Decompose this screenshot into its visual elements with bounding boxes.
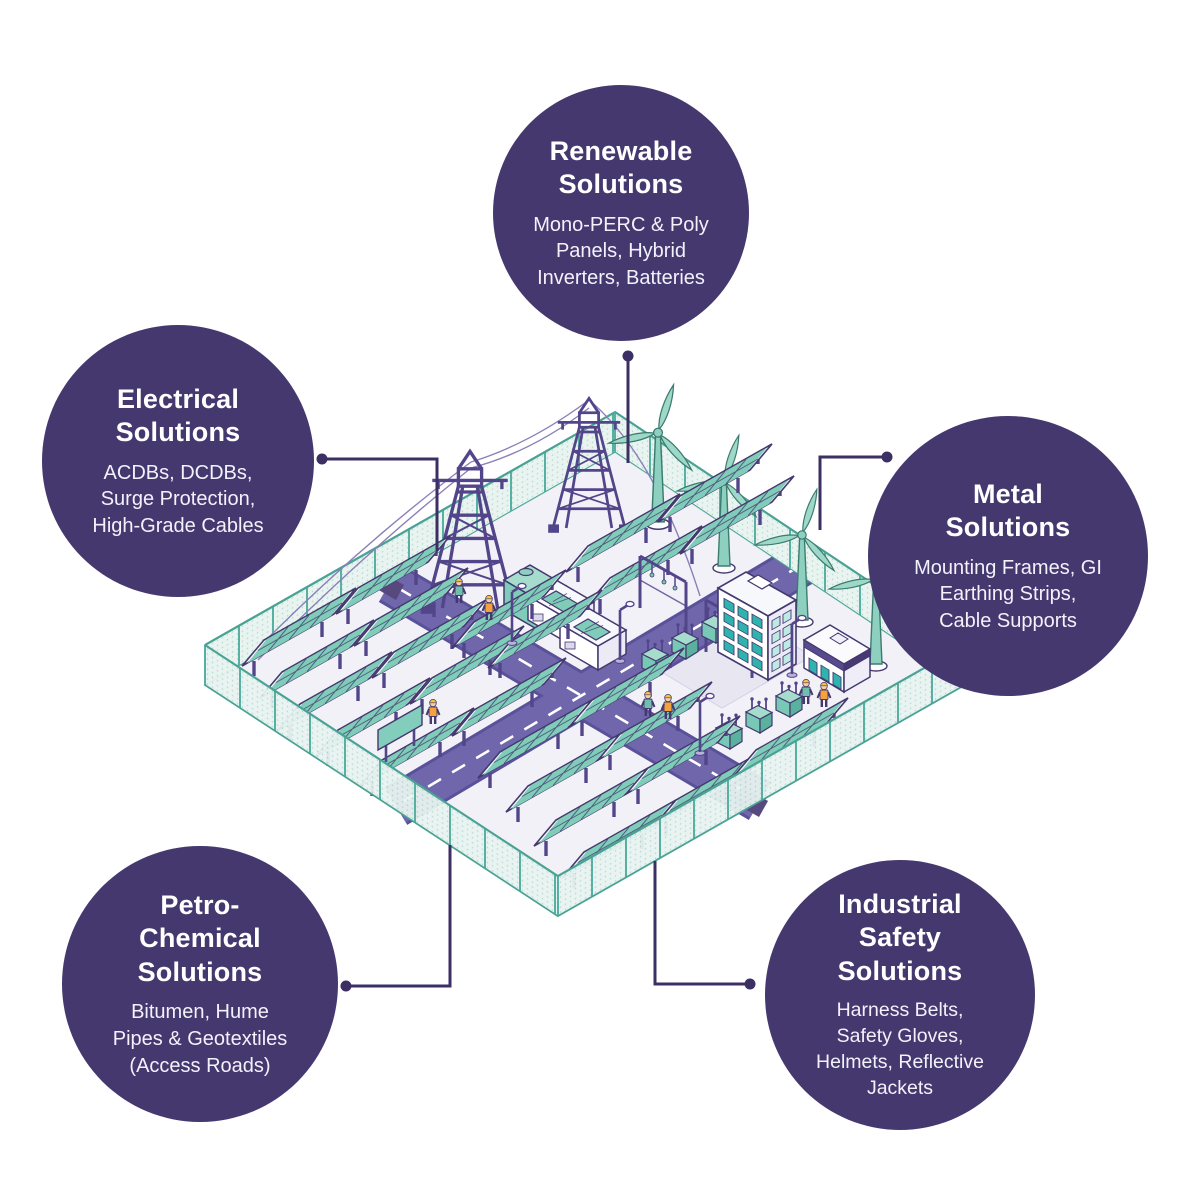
power-lines (253, 399, 701, 661)
connector-lines (327, 361, 882, 988)
bubble-title: Electrical Solutions (115, 383, 241, 448)
bubble-electrical-solutions: Electrical Solutions ACDBs, DCDBs, Surge… (42, 325, 314, 597)
bubble-description: ACDBs, DCDBs, Surge Protection, High-Gra… (92, 461, 264, 537)
bubble-description: Harness Belts, Safety Gloves, Helmets, R… (816, 999, 984, 1100)
road-center-line (403, 565, 799, 803)
connector-metal (818, 455, 882, 530)
bubble-title: Petro- Chemical Solutions (137, 889, 263, 987)
connector-electrical (327, 457, 439, 551)
connector-dots (316, 350, 893, 992)
building-windows (771, 609, 792, 673)
connector-petro (351, 845, 452, 988)
bubble-renewable-solutions: Renewable Solutions Mono-PERC & Poly Pan… (493, 85, 749, 341)
connector-safety (653, 861, 745, 986)
bubble-title: Renewable Solutions (549, 135, 693, 200)
bubble-description: Mono-PERC & Poly Panels, Hybrid Inverter… (533, 213, 709, 289)
building-windows (723, 597, 763, 672)
bubble-metal-solutions: Metal Solutions Mounting Frames, GI Eart… (868, 416, 1148, 696)
bubble-industrial-safety-solutions: Industrial Safety Solutions Harness Belt… (765, 860, 1035, 1130)
bubble-title: Industrial Safety Solutions (837, 888, 963, 986)
site-sign (377, 703, 423, 762)
bubble-description: Mounting Frames, GI Earthing Strips, Cab… (914, 556, 1102, 632)
perimeter-fence (204, 643, 966, 918)
bubble-description: Bitumen, Hume Pipes & Geotextiles (Acces… (112, 1001, 288, 1077)
bubble-petro-chemical-solutions: Petro- Chemical Solutions Bitumen, Hume … (62, 846, 338, 1122)
control-room-windows (808, 657, 842, 690)
bubble-title: Metal Solutions (945, 478, 1071, 543)
